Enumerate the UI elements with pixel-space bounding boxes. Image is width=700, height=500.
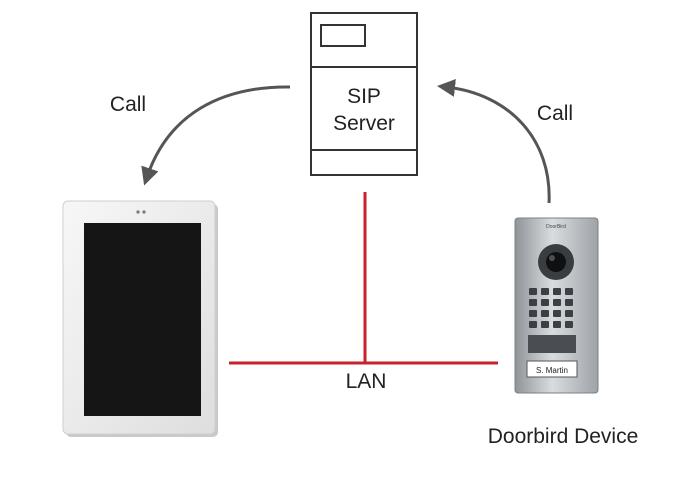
call-arrow-left: [141, 85, 291, 186]
panel-sensor-icon: [142, 210, 146, 214]
doorbird-key: [541, 288, 549, 295]
doorbird-nameplate: [526, 360, 578, 378]
panel-camera-icon: [136, 210, 140, 214]
doorbird-caption: Doorbird Device: [488, 425, 639, 448]
doorbird-key: [541, 321, 549, 328]
doorbird-brand-text: DoorBird: [546, 224, 566, 230]
doorbird-key: [529, 321, 537, 328]
doorbird-key: [541, 299, 549, 306]
doorbird-key: [565, 299, 573, 306]
doorbird-key: [529, 299, 537, 306]
doorbird-key: [529, 288, 537, 295]
doorbird-key: [565, 288, 573, 295]
doorbird-keypad: [529, 288, 573, 328]
sip-server: SIP Server: [310, 12, 418, 176]
doorbird-key: [541, 310, 549, 317]
call-arrow-right: [437, 79, 551, 204]
lan-wiring: [229, 192, 498, 365]
server-drive-slot: [320, 24, 366, 47]
lan-label: LAN: [346, 370, 387, 393]
doorbird-key: [553, 299, 561, 306]
doorbird-key: [565, 310, 573, 317]
doorbird-lens-glint: [549, 255, 555, 261]
doorbird-key: [565, 321, 573, 328]
doorbird-key: [529, 310, 537, 317]
doorbird-device: DoorBird S. Martin: [514, 217, 599, 394]
doorbird-key: [553, 321, 561, 328]
server-label-line2: Server: [333, 112, 395, 135]
doorbird-camera-lens: [546, 252, 566, 272]
call-label-left: Call: [110, 93, 146, 116]
indoor-panel: [62, 200, 218, 437]
doorbird-nameplate-text: S. Martin: [536, 366, 568, 375]
server-label-line1: SIP: [347, 85, 381, 108]
doorbird-key: [553, 310, 561, 317]
doorbird-speaker-panel: [528, 335, 576, 353]
call-label-right: Call: [537, 102, 573, 125]
doorbird-key: [553, 288, 561, 295]
panel-screen: [84, 223, 201, 416]
